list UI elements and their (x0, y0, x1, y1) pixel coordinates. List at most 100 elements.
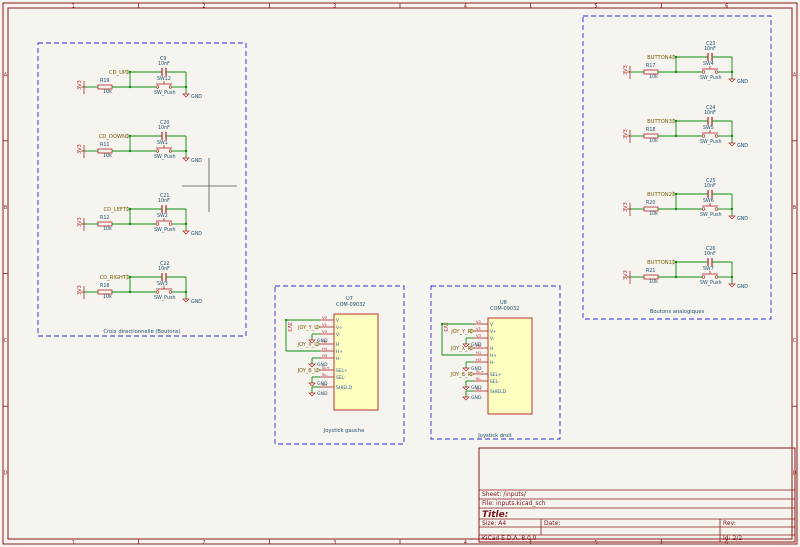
ic-pin-number: H2 (322, 339, 328, 344)
frame-row-label-right: C (793, 338, 797, 344)
switch-ref: SW12 (157, 76, 171, 82)
gnd-label: GND (737, 284, 748, 290)
supply-label: 3V3 (77, 144, 83, 154)
ic-pin-name: SEL- (490, 379, 500, 385)
resistor-ref: R18 (100, 283, 109, 289)
ic-pin-name: V (490, 322, 493, 328)
switch-value: SW_Push (700, 139, 722, 145)
net-label-flag (672, 54, 677, 60)
switch-contact (168, 290, 173, 294)
ic-body (487, 317, 533, 415)
resistor-ref: R12 (100, 215, 109, 221)
junction (730, 207, 734, 211)
tb-size: Size: A4 (482, 520, 506, 527)
frame-col-label-bottom: 6 (725, 540, 728, 546)
junction (284, 318, 288, 322)
net-label: BUTTON2 (647, 192, 672, 198)
supply-label: 3V3 (77, 217, 83, 227)
ic-pin-name: H- (336, 356, 341, 362)
gnd-symbol (728, 142, 736, 147)
ic-pin-name: SHIELD (336, 385, 353, 391)
ic-pin-name: H (490, 346, 493, 352)
tb-id: Id: 2/2 (723, 535, 742, 542)
supply-label: 3V3 (77, 285, 83, 295)
group-title: Boutons analogiques (650, 309, 705, 315)
gnd-label: GND (317, 362, 328, 368)
ic-pin-number: V3 (322, 329, 328, 334)
switch-ref: SW5 (703, 125, 714, 131)
resistor-ref: R17 (646, 63, 655, 69)
supply-label: 3V3 (623, 270, 629, 280)
group-title: Joystick gauche (323, 428, 365, 434)
tb-title: Title: (482, 510, 508, 520)
frame-col-label-top: 4 (464, 4, 467, 10)
capacitor-ref: C20 (160, 120, 169, 126)
junction (730, 134, 734, 138)
gnd-symbol (182, 93, 190, 98)
switch-value: SW_Push (154, 90, 176, 96)
ic-pin-number: V2 (476, 319, 482, 324)
ic-pin-number: SL- (476, 376, 482, 381)
tb-rev: Rev: (723, 520, 736, 527)
resistor-value: 10k (649, 211, 658, 217)
gnd-label: GND (737, 216, 748, 222)
net-label: JOY_X_L (297, 342, 318, 348)
ic-ref: U7 (346, 296, 353, 302)
junction (184, 290, 188, 294)
switch-value: SW_Push (154, 154, 176, 160)
net-label: CD_LEFT (104, 207, 127, 213)
net-label: BUTTON3 (647, 119, 672, 125)
net-label-flag (316, 341, 321, 347)
junction (184, 149, 188, 153)
net-label-flag (316, 367, 321, 373)
ic-pin-number: H3 (322, 353, 328, 358)
gnd-label: GND (191, 94, 202, 100)
gnd-label: GND (737, 79, 748, 85)
net-label-flag (126, 69, 131, 75)
capacitor-ref: C24 (706, 105, 715, 111)
resistor-ref: R21 (646, 268, 655, 274)
ic-pin-number: H2 (476, 343, 482, 348)
frame-col-label-bottom: 1 (72, 540, 75, 546)
tb-tool: KiCad E.D.A. 8.0.0 (482, 535, 537, 542)
gnd-label: GND (471, 395, 482, 401)
switch-contact (701, 207, 706, 211)
frame-col-label-bottom: 5 (594, 540, 597, 546)
gnd-label: GND (191, 299, 202, 305)
group-joystick-right: Joystick droitU8COM-09032VV2V+V1V-V3HH2H… (430, 285, 561, 440)
ic-ref: U8 (500, 300, 507, 306)
switch-value: SW_Push (154, 227, 176, 233)
frame-col-label-bottom: 2 (202, 540, 205, 546)
junction (730, 70, 734, 74)
gnd-symbol (462, 343, 470, 348)
tb-date: Date: (544, 520, 560, 527)
gnd-label: GND (737, 143, 748, 149)
resistor-value: 10k (103, 294, 112, 300)
junction (184, 85, 188, 89)
net-label-flag (470, 345, 475, 351)
ic-pin-name: H+ (490, 353, 497, 359)
net-label: CD_RIGHT (100, 275, 127, 281)
switch-contact (155, 149, 160, 153)
switch-contact (168, 85, 173, 89)
resistor-value: 10k (103, 226, 112, 232)
crosshair-cursor (182, 158, 237, 212)
gnd-symbol (182, 157, 190, 162)
gnd-symbol (308, 382, 316, 387)
net-label-flag (470, 328, 475, 334)
ic-pin-name: H- (490, 360, 495, 366)
switch-value: SW_Push (154, 295, 176, 301)
ic-pin-name: V+ (490, 329, 497, 335)
switch-ref: SW7 (703, 266, 714, 272)
ic-pin-name: SEL+ (336, 368, 348, 374)
gnd-label: GND (471, 385, 482, 391)
ic-pin-number: H1 (476, 350, 482, 355)
ic-value: COM-09032 (336, 302, 365, 308)
ic-pin-name: SEL- (336, 375, 346, 381)
gnd-label: GND (317, 391, 328, 397)
gnd-symbol (308, 392, 316, 397)
frame-row-label-left: C (4, 338, 8, 344)
frame-row-label-left: B (4, 205, 8, 211)
ic-pin-name: SHIELD (490, 389, 507, 395)
